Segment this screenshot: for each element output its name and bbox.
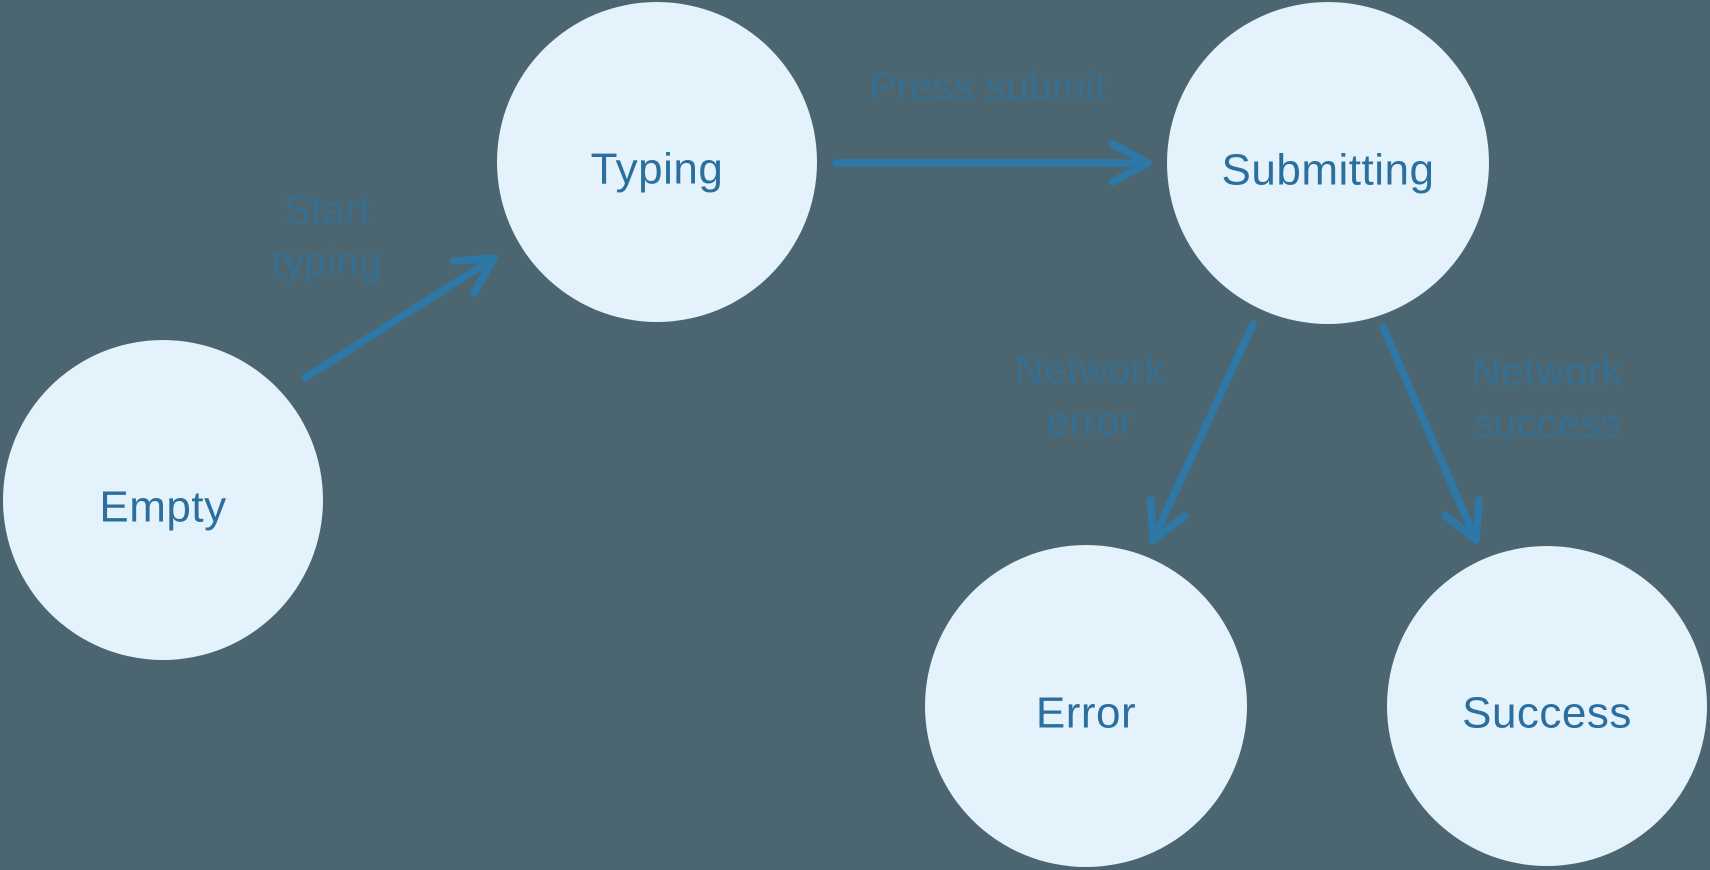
edge-line bbox=[1149, 320, 1257, 544]
state-node-success: Success bbox=[1387, 546, 1707, 866]
edge-label: typing bbox=[272, 240, 382, 284]
state-label: Error bbox=[1036, 688, 1136, 737]
edge-press-submit: Press submit bbox=[832, 65, 1152, 186]
state-label: Success bbox=[1462, 688, 1632, 737]
state-label: Submitting bbox=[1222, 145, 1435, 194]
state-circle bbox=[3, 340, 323, 660]
arrowhead-icon bbox=[1108, 140, 1152, 186]
state-node-typing: Typing bbox=[497, 2, 817, 322]
edge-network-success: Network success bbox=[1379, 323, 1623, 544]
state-circle bbox=[1167, 2, 1489, 324]
edge-label: Start bbox=[284, 188, 371, 232]
state-node-error: Error bbox=[925, 545, 1247, 867]
edge-label: Network bbox=[1472, 350, 1623, 394]
state-circle bbox=[925, 545, 1247, 867]
edge-network-error: Network error bbox=[1015, 320, 1257, 544]
state-label: Typing bbox=[591, 144, 724, 193]
state-node-empty: Empty bbox=[3, 340, 323, 660]
arrowhead-icon bbox=[1440, 496, 1483, 544]
edge-label: success bbox=[1473, 402, 1621, 446]
state-circle bbox=[1387, 546, 1707, 866]
edge-start-typing: Start typing bbox=[272, 188, 498, 382]
arrowhead-icon bbox=[1147, 496, 1189, 544]
edge-label: Network bbox=[1015, 348, 1166, 392]
edge-label: error bbox=[1047, 400, 1134, 444]
edge-line bbox=[1379, 323, 1480, 544]
edge-line bbox=[301, 254, 498, 382]
edge-label: Press submit bbox=[869, 65, 1106, 109]
state-node-submitting: Submitting bbox=[1167, 2, 1489, 324]
state-circle bbox=[497, 2, 817, 322]
state-label: Empty bbox=[99, 482, 226, 531]
arrowhead-icon bbox=[450, 254, 498, 297]
